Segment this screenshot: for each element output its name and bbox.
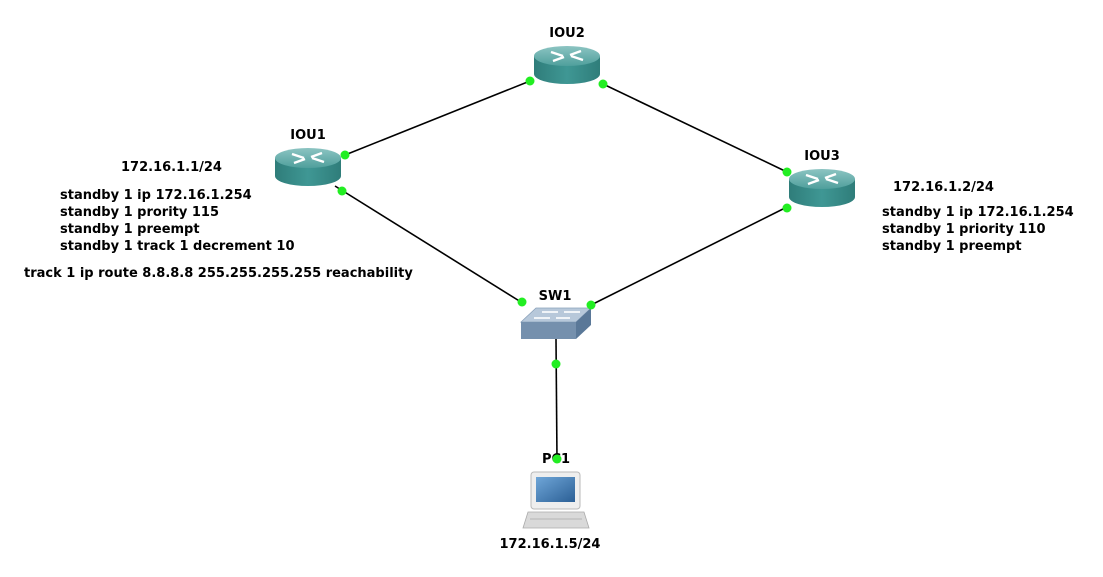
- port-status-layer: [337, 76, 792, 464]
- config-line: standby 1 ip 172.16.1.254: [60, 188, 252, 203]
- router-icon: [275, 148, 341, 186]
- link-iou2-iou3[interactable]: [602, 83, 788, 173]
- port-status-dot: [586, 300, 596, 310]
- node-iou3[interactable]: IOU3: [789, 149, 855, 207]
- port-status-dot: [551, 359, 561, 369]
- router-icon: [534, 46, 600, 84]
- node-label: IOU2: [549, 26, 585, 41]
- config-line: standby 1 track 1 decrement 10: [60, 239, 295, 254]
- port-status-dot: [340, 150, 350, 160]
- config-line: standby 1 preempt: [882, 239, 1022, 254]
- note-iou1: 172.16.1.1/24 standby 1 ip 172.16.1.254 …: [24, 160, 413, 281]
- port-status-dot: [552, 454, 562, 464]
- node-sw1[interactable]: SW1: [519, 289, 593, 339]
- config-line: standby 1 priority 110: [882, 222, 1045, 237]
- ip-address-label: 172.16.1.2/24: [893, 180, 994, 195]
- note-pc1: 172.16.1.5/24: [500, 537, 601, 552]
- computer-icon: [522, 471, 590, 529]
- config-line: standby 1 ip 172.16.1.254: [882, 205, 1074, 220]
- router-icon: [789, 169, 855, 207]
- node-pc1[interactable]: PC1: [522, 452, 590, 529]
- link-iou1-sw1[interactable]: [334, 185, 522, 303]
- config-line: standby 1 preempt: [60, 222, 200, 237]
- track-config-line: track 1 ip route 8.8.8.8 255.255.255.255…: [24, 266, 413, 281]
- link-iou3-sw1[interactable]: [590, 206, 788, 306]
- node-label: IOU1: [290, 128, 326, 143]
- port-status-dot: [598, 79, 608, 89]
- node-iou1[interactable]: IOU1: [275, 128, 341, 186]
- port-status-dot: [525, 76, 535, 86]
- node-label: IOU3: [804, 149, 840, 164]
- port-status-dot: [782, 167, 792, 177]
- node-label: SW1: [539, 289, 572, 304]
- node-iou2[interactable]: IOU2: [534, 26, 600, 84]
- link-sw1-pc1[interactable]: [555, 338, 558, 461]
- ip-address-label: 172.16.1.1/24: [121, 160, 222, 175]
- ip-address-label: 172.16.1.5/24: [500, 537, 601, 552]
- link-iou1-iou2[interactable]: [344, 80, 531, 156]
- port-status-dot: [517, 297, 527, 307]
- port-status-dot: [782, 203, 792, 213]
- port-status-dot: [337, 186, 347, 196]
- switch-icon: [519, 307, 593, 339]
- links-layer: [334, 80, 788, 461]
- note-iou3: 172.16.1.2/24 standby 1 ip 172.16.1.254 …: [882, 180, 1074, 254]
- config-line: standby 1 prority 115: [60, 205, 219, 220]
